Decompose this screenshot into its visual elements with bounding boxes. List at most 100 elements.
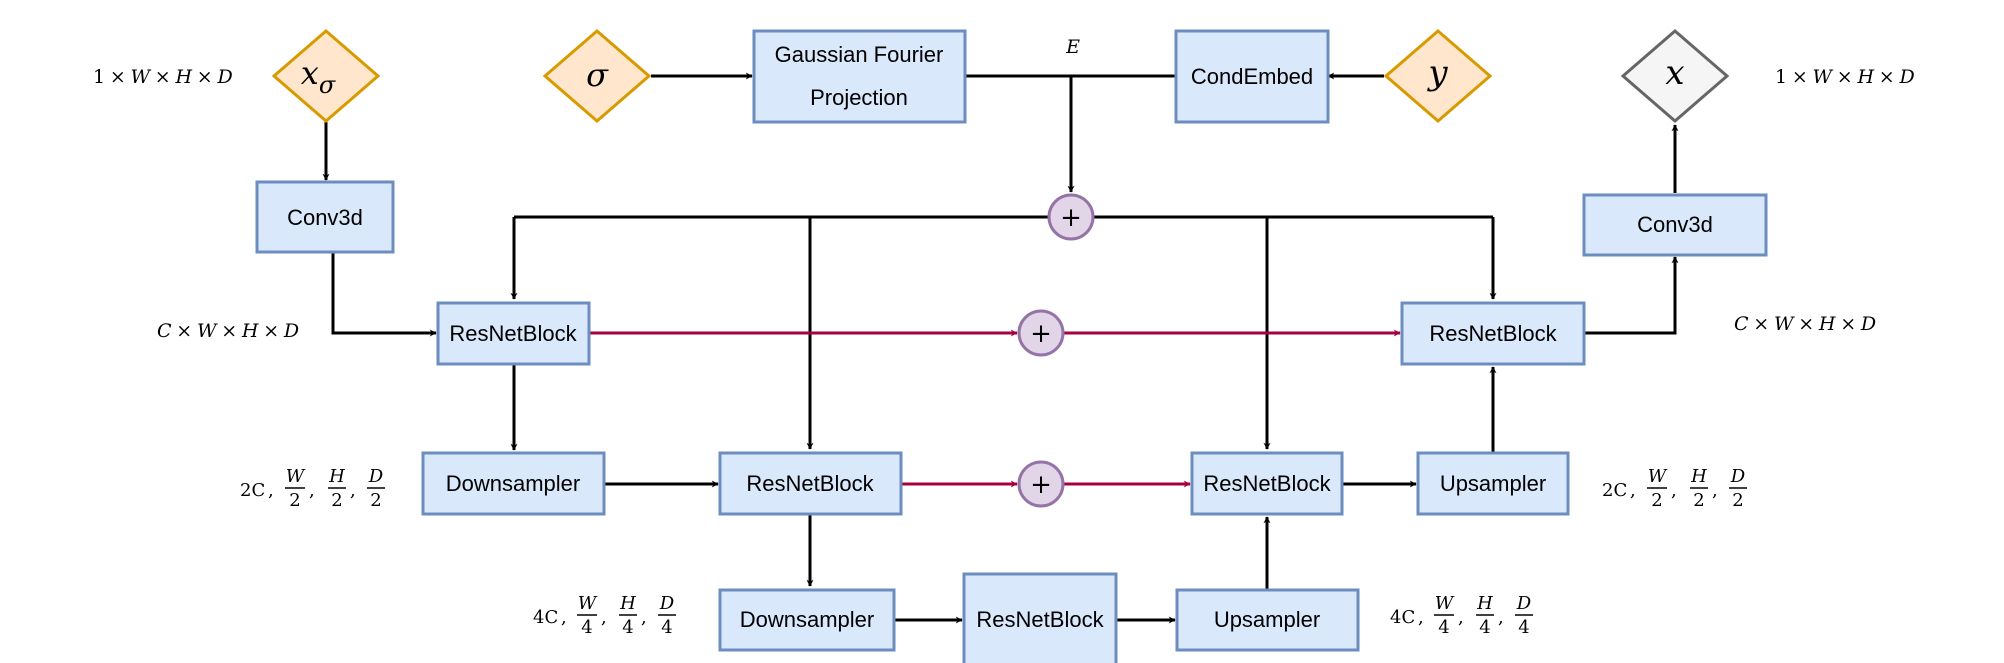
arrow-resnet-dec1-to-conv3d [1585,256,1679,335]
resnet-dec1-label: ResNetBlock [1429,321,1557,346]
input-y-label: y [1426,53,1448,93]
upsampler2-label: Upsampler [1214,607,1320,632]
conv3d-in-rect [255,180,395,254]
dim-level3-right-w-den: 4 [1438,617,1449,638]
sum-node-skip1: + [1017,309,1065,357]
downsampler1-block: Downsampler [421,451,606,516]
sum-node-embed: + [1047,193,1095,241]
sum-node-skip2-label: + [1030,470,1052,500]
dim-input-shape: 1 × W × H × D [93,66,233,88]
dim-level2-right-w-num: W [1648,466,1668,487]
resnet-dec1-block: ResNetBlock [1400,301,1586,366]
dim-level2-left-c: 2C [240,480,265,501]
gfp-label-line1: Gaussian Fourier [775,42,944,67]
arrow-conv3d-to-resnet-enc1 [331,253,437,337]
dim-level1-left: C × W × H × D [157,320,299,342]
input-xsigma: xσ [271,29,381,123]
dim-level3-right-comma1: , [1418,607,1424,628]
input-y-diamond [1383,29,1493,123]
downsampler2-label: Downsampler [740,607,875,632]
resnet-dec2-rect [1190,451,1344,516]
dim-level2-left-comma2: , [309,480,315,501]
upsampler1-label: Upsampler [1440,471,1546,496]
downsampler2-rect [718,588,896,652]
condembed-block: CondEmbed [1174,29,1330,124]
downsampler1-rect [421,451,606,516]
dim-level2-right-w-den: 2 [1651,490,1662,511]
dim-level3-left-d-num: D [659,593,675,614]
dim-level3-right-d-den: 4 [1518,617,1529,638]
resnet-enc2-block: ResNetBlock [718,451,903,516]
dim-level3-left-h-num: H [619,593,636,614]
dim-level3-left: 4C , W 4 , H 4 , D 4 [533,593,676,638]
dim-level2-right-d-num: D [1730,466,1746,487]
condembed-rect [1174,29,1330,124]
dim-level3-right: 4C , W 4 , H 4 , D 4 [1390,593,1533,638]
upsampler1-block: Upsampler [1416,451,1570,516]
dim-level3-right-d-num: D [1516,593,1532,614]
input-xsigma-subscript: σ [319,71,336,99]
dim-level2-right-comma1: , [1630,480,1636,501]
dim-level2-left-d-num: D [368,466,384,487]
dim-level3-left-comma1: , [561,607,567,628]
dim-level2-left-d-den: 2 [370,490,381,511]
dim-level3-left-c: 4C [533,607,558,628]
dim-level2-right-comma2: , [1671,480,1677,501]
dim-level3-right-h-num: H [1476,593,1493,614]
input-sigma-label: σ [586,56,609,94]
resnet-enc2-label: ResNetBlock [746,471,874,496]
dim-output-shape: 1 × W × H × D [1775,66,1915,88]
connectors [322,72,1679,624]
dim-level3-left-w-num: W [578,593,598,614]
downsampler2-block: Downsampler [718,588,896,652]
output-x: x [1620,29,1730,123]
condembed-label: CondEmbed [1191,64,1313,89]
conv3d-out-label: Conv3d [1637,212,1713,237]
sum-node-skip1-label: + [1030,319,1052,349]
dim-level2-left-comma3: , [350,480,356,501]
resnet-dec1-rect [1400,301,1586,366]
output-x-label: x [1665,53,1684,93]
skip-connectors [590,329,1401,488]
gfp-rect [752,29,967,124]
input-sigma-diamond [542,29,652,123]
dim-level3-left-w-den: 4 [581,617,592,638]
dim-level2-left-w-den: 2 [289,490,300,511]
dim-level3-right-comma2: , [1458,607,1464,628]
sum-node-embed-circle [1047,193,1095,241]
sum-node-skip2: + [1017,460,1065,508]
dim-level2-right: 2C , W 2 , H 2 , D 2 [1602,466,1747,511]
output-x-diamond [1620,29,1730,123]
dim-level3-right-c: 4C [1390,607,1415,628]
dim-level3-left-h-den: 4 [622,617,633,638]
sum-node-skip1-circle [1017,309,1065,357]
conv3d-out-rect [1582,193,1768,257]
dim-level2-right-c: 2C [1602,480,1627,501]
resnet-bottleneck-label: ResNetBlock [976,607,1104,632]
downsampler1-label: Downsampler [446,471,581,496]
dim-level1-right: C × W × H × D [1734,313,1876,335]
upsampler2-rect [1175,588,1360,652]
dim-level2-left-h-num: H [328,466,345,487]
conv3d-out-block: Conv3d [1582,193,1768,257]
dim-level2-right-h-den: 2 [1693,490,1704,511]
input-xsigma-diamond [271,29,381,123]
resnet-dec2-label: ResNetBlock [1203,471,1331,496]
dim-level2-left-w-num: W [286,466,306,487]
dim-level3-left-d-den: 4 [661,617,672,638]
resnet-dec2-block: ResNetBlock [1190,451,1344,516]
input-sigma: σ [542,29,652,123]
gfp-label-line2: Projection [810,85,908,110]
conv3d-in-label: Conv3d [287,205,363,230]
upsampler1-rect [1416,451,1570,516]
resnet-bottleneck-rect [962,572,1118,663]
dim-level2-right-comma3: , [1712,480,1718,501]
upsampler2-block: Upsampler [1175,588,1360,652]
dim-level2-right-h-num: H [1690,466,1707,487]
input-y: y [1383,29,1493,123]
dim-level2-left-h-den: 2 [331,490,342,511]
resnet-enc1-block: ResNetBlock [436,301,591,366]
dim-level3-right-h-den: 4 [1479,617,1490,638]
dim-level3-left-comma3: , [641,607,647,628]
sum-node-skip2-circle [1017,460,1065,508]
